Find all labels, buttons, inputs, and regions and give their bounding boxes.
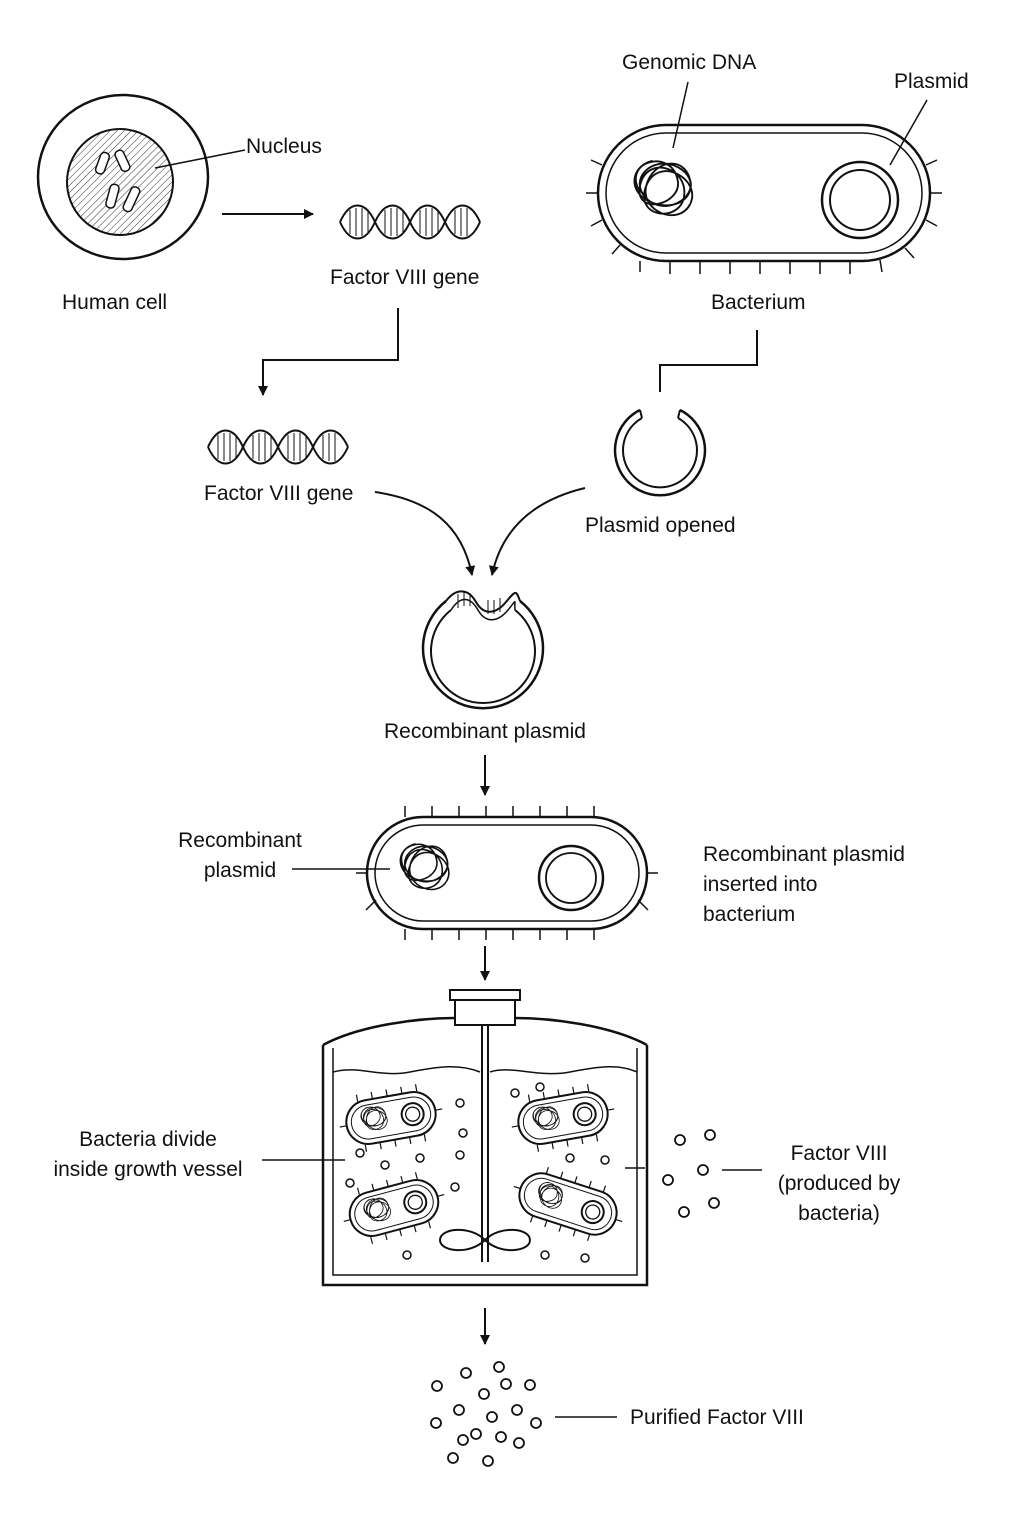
label-plasmid: Plasmid bbox=[894, 70, 969, 93]
dna-helix-icon bbox=[339, 204, 481, 240]
plasmid-ring bbox=[820, 160, 900, 240]
arrow-gene-down bbox=[258, 308, 399, 396]
label-factor-viii-gene: Factor VIII gene bbox=[330, 266, 480, 289]
vessel-bacterium bbox=[513, 1166, 623, 1242]
nucleus-shape bbox=[66, 128, 174, 236]
label-plasmid-opened: Plasmid opened bbox=[585, 514, 736, 537]
arrow-gene-to-recombinant bbox=[374, 491, 476, 576]
vessel-bacterium bbox=[343, 1172, 445, 1244]
label-purified-factor-viii: Purified Factor VIII bbox=[630, 1406, 804, 1429]
label-bacteria-divide: Bacteria divide inside growth vessel bbox=[53, 1128, 243, 1181]
label-genomic-dna: Genomic DNA bbox=[622, 51, 757, 74]
label-bacterium: Bacterium bbox=[711, 291, 806, 314]
label-recombinant-plasmid: Recombinant plasmid bbox=[384, 720, 586, 743]
genomic-dna-tangle bbox=[633, 159, 694, 217]
dna-helix-icon bbox=[207, 429, 349, 465]
purified-particles bbox=[430, 1361, 542, 1467]
chromosomes bbox=[94, 149, 141, 213]
label-nucleus: Nucleus bbox=[246, 135, 322, 158]
vessel-particles bbox=[345, 1082, 610, 1263]
growth-vessel bbox=[321, 989, 649, 1287]
label-factor-viii-produced: Factor VIII (produced by bacteria) bbox=[777, 1142, 901, 1225]
human-cell bbox=[36, 93, 246, 261]
bacterium-with-recombinant bbox=[292, 806, 658, 940]
connector-bacterium-down bbox=[659, 330, 758, 392]
label-factor-viii-gene-2: Factor VIII gene bbox=[204, 482, 354, 505]
vessel-bacterium bbox=[511, 1084, 615, 1152]
opened-plasmid bbox=[613, 408, 707, 497]
vessel-bacterium bbox=[339, 1084, 443, 1152]
label-inserted-into-bacterium: Recombinant plasmid inserted into bacter… bbox=[703, 843, 905, 926]
label-recombinant-plasmid-2: Recombinant plasmid bbox=[178, 829, 302, 882]
label-human-cell: Human cell bbox=[62, 291, 168, 314]
bacterium bbox=[586, 81, 942, 274]
recombinant-plasmid bbox=[421, 590, 545, 710]
factor-viii-particles bbox=[662, 1129, 720, 1218]
arrow-plasmid-to-recombinant bbox=[488, 487, 586, 576]
